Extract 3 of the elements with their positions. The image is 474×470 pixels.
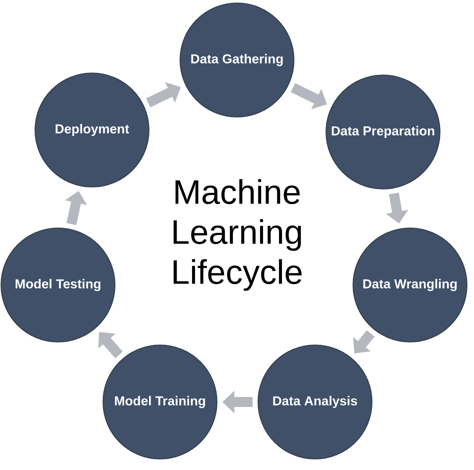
block-arrow	[98, 332, 123, 358]
title: Machine Learning Lifecycle	[174, 179, 302, 291]
block-arrow	[353, 330, 375, 354]
